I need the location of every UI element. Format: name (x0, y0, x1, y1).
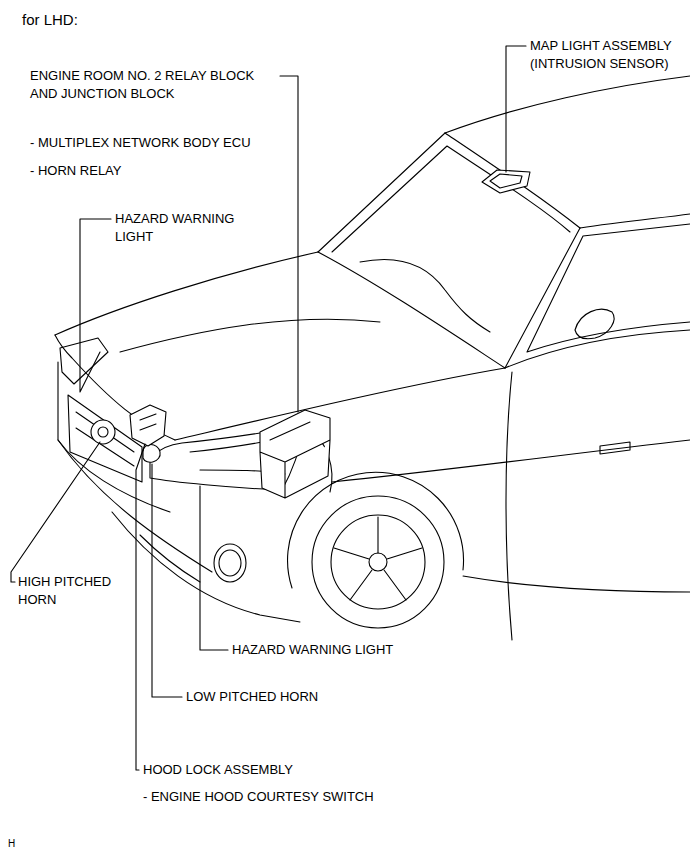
leader-line (200, 486, 228, 650)
leader-line (136, 444, 145, 770)
cowl-line (318, 252, 505, 368)
tire (312, 496, 444, 628)
part-label: HIGH PITCHED HORN (18, 573, 133, 609)
hazard-light-left (60, 338, 108, 384)
rocker (463, 576, 690, 592)
windshield-inner (332, 146, 570, 252)
hood-left-edge (55, 252, 318, 335)
leader-line (80, 219, 111, 392)
high-pitched-horn (91, 420, 115, 444)
roof (445, 76, 690, 133)
spokes (334, 517, 422, 600)
leader-line (506, 46, 526, 172)
part-label: - HORN RELAY (30, 162, 122, 180)
door-handle (600, 442, 630, 454)
fog-bezel (214, 544, 246, 582)
fog-light (219, 550, 241, 576)
horn-center (98, 427, 108, 437)
grille (68, 395, 142, 482)
bumper-left (58, 362, 170, 512)
wheel-arch (288, 472, 464, 588)
rim (331, 515, 425, 609)
leader-line (11, 442, 100, 582)
leader-line (280, 76, 298, 412)
hub (369, 553, 387, 571)
low-pitched-horn (143, 445, 160, 463)
windshield-left (318, 133, 445, 252)
character-line (332, 440, 690, 482)
map-light (482, 170, 530, 193)
part-label: MAP LIGHT ASSEMBLY (INTRUSION SENSOR) (530, 37, 686, 73)
hood-crease (120, 319, 380, 352)
side-window (527, 224, 690, 352)
part-label: H (8, 835, 15, 853)
part-label: - ENGINE HOOD COURTESY SWITCH (143, 788, 374, 806)
belt-line (505, 330, 690, 368)
leader-line (152, 464, 182, 697)
part-label: HAZARD WARNING LIGHT (115, 210, 265, 246)
part-label: HAZARD WARNING LIGHT (232, 641, 393, 659)
part-label: ENGINE ROOM NO. 2 RELAY BLOCK AND JUNCTI… (30, 67, 275, 103)
title: for LHD: (22, 11, 78, 29)
dashboard-reflection (360, 259, 490, 332)
door-line (506, 372, 512, 640)
relay-block (260, 410, 330, 498)
lower-intake (140, 535, 200, 582)
part-label: - MULTIPLEX NETWORK BODY ECU (30, 134, 251, 152)
part-label: HOOD LOCK ASSEMBLY (143, 761, 293, 779)
hood-lock (130, 405, 166, 446)
windshield-top (445, 133, 580, 228)
right-hood-edge (175, 368, 505, 440)
side-mirror (575, 309, 614, 338)
part-label: LOW PITCHED HORN (186, 688, 318, 706)
